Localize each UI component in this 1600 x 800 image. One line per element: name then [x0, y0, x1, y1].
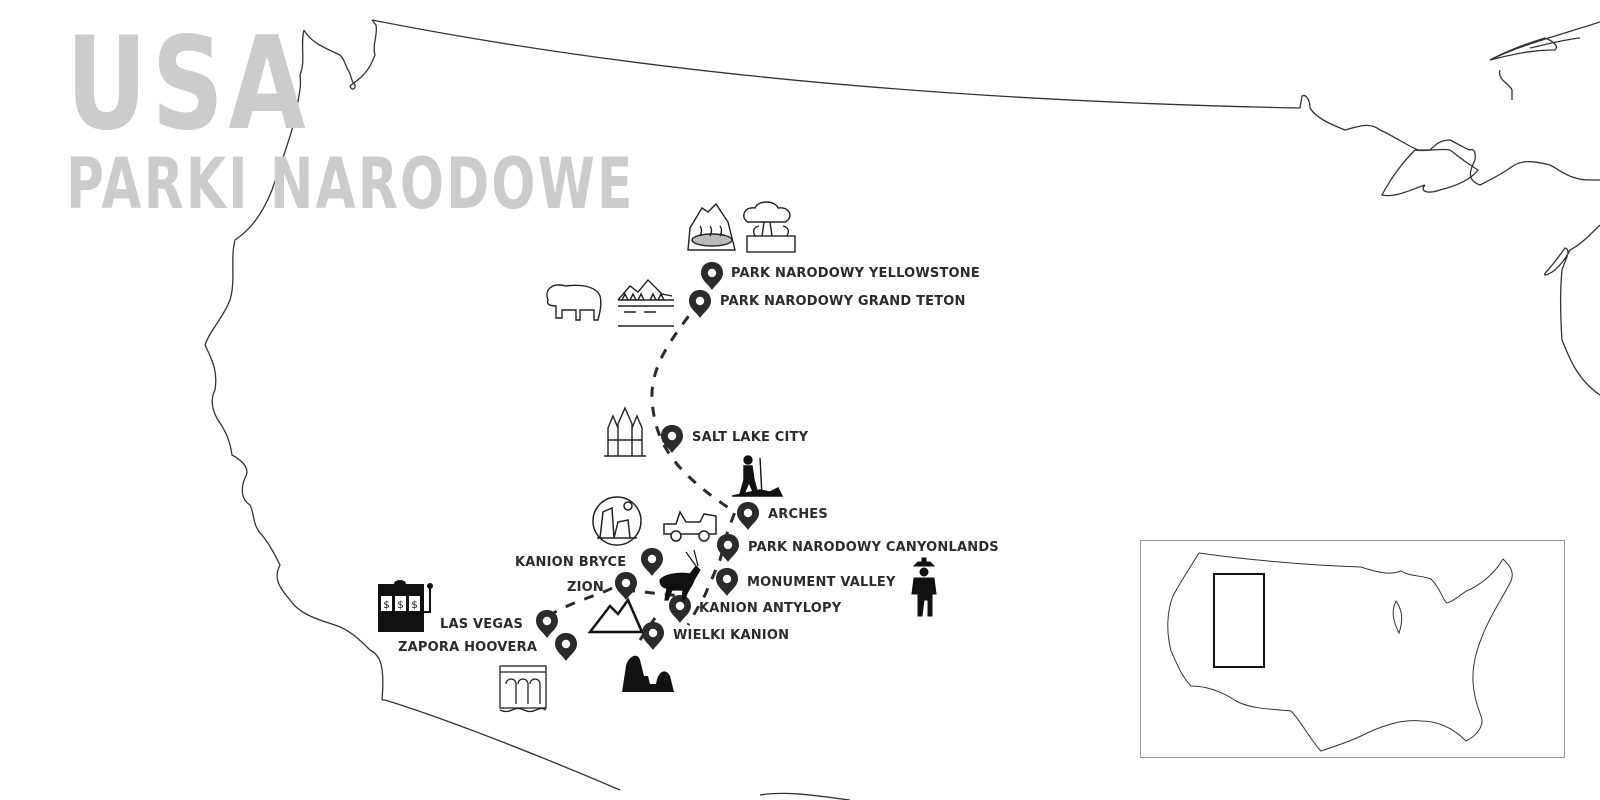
pin-hoover-icon[interactable]: [555, 633, 577, 661]
mountain-lake-icon: [617, 278, 674, 327]
label-arches: ARCHES: [768, 507, 828, 522]
pin-las-vegas-icon[interactable]: [536, 610, 558, 638]
pin-monument-valley-icon[interactable]: [716, 568, 738, 596]
inset-highlight-region: [1213, 573, 1265, 668]
pin-yellowstone-icon[interactable]: [701, 262, 723, 290]
label-las-vegas: LAS VEGAS: [440, 617, 524, 632]
jeep-icon: [663, 510, 717, 542]
label-zion: ZION: [567, 580, 604, 595]
map-title: USA: [66, 10, 311, 159]
pin-salt-lake-city-icon[interactable]: [661, 425, 683, 453]
inset-overview-map: [1140, 540, 1565, 758]
bison-icon: [546, 284, 602, 321]
antelope-icon: [659, 549, 701, 601]
pin-arches-icon[interactable]: [737, 502, 759, 530]
label-yellowstone: PARK NARODOWY YELLOWSTONE: [731, 266, 980, 281]
inset-usa-outline: [1167, 552, 1513, 752]
pin-grand-teton-icon[interactable]: [689, 290, 711, 318]
temple-icon: [604, 406, 646, 457]
pin-bryce-icon[interactable]: [641, 548, 663, 576]
label-salt-lake-city: SALT LAKE CITY: [692, 430, 809, 445]
pin-zion-icon[interactable]: [615, 572, 637, 600]
geyser-icon: [743, 201, 796, 253]
label-bryce: KANION BRYCE: [515, 555, 627, 570]
label-grand-canyon: WIELKI KANION: [673, 628, 790, 643]
cowboy-icon: [911, 557, 937, 617]
svg-text:$: $: [411, 600, 417, 611]
label-hoover: ZAPORA HOOVERA: [398, 640, 538, 655]
map-subtitle: PARKI NARODOWE: [66, 143, 635, 225]
label-canyonlands: PARK NARODOWY CANYONLANDS: [748, 540, 999, 555]
label-antelope: KANION ANTYLOPY: [699, 601, 842, 616]
label-grand-teton: PARK NARODOWY GRAND TETON: [720, 294, 966, 309]
butte-icon: [622, 655, 674, 692]
dam-icon: [499, 665, 547, 713]
pin-antelope-icon[interactable]: [669, 595, 691, 623]
route-line: [549, 299, 737, 641]
usa-outline: [204, 19, 1600, 800]
svg-text:$: $: [383, 600, 389, 611]
label-monument-valley: MONUMENT VALLEY: [747, 575, 896, 590]
slot-machine-icon: $ $ $: [378, 580, 433, 632]
pin-grand-canyon-icon[interactable]: [642, 622, 664, 650]
hot-spring-icon: [687, 202, 736, 251]
hiker-icon: [731, 455, 784, 497]
svg-text:$: $: [397, 600, 403, 611]
mesa-circle-icon: [592, 496, 642, 546]
mountain-icon: [587, 597, 644, 634]
